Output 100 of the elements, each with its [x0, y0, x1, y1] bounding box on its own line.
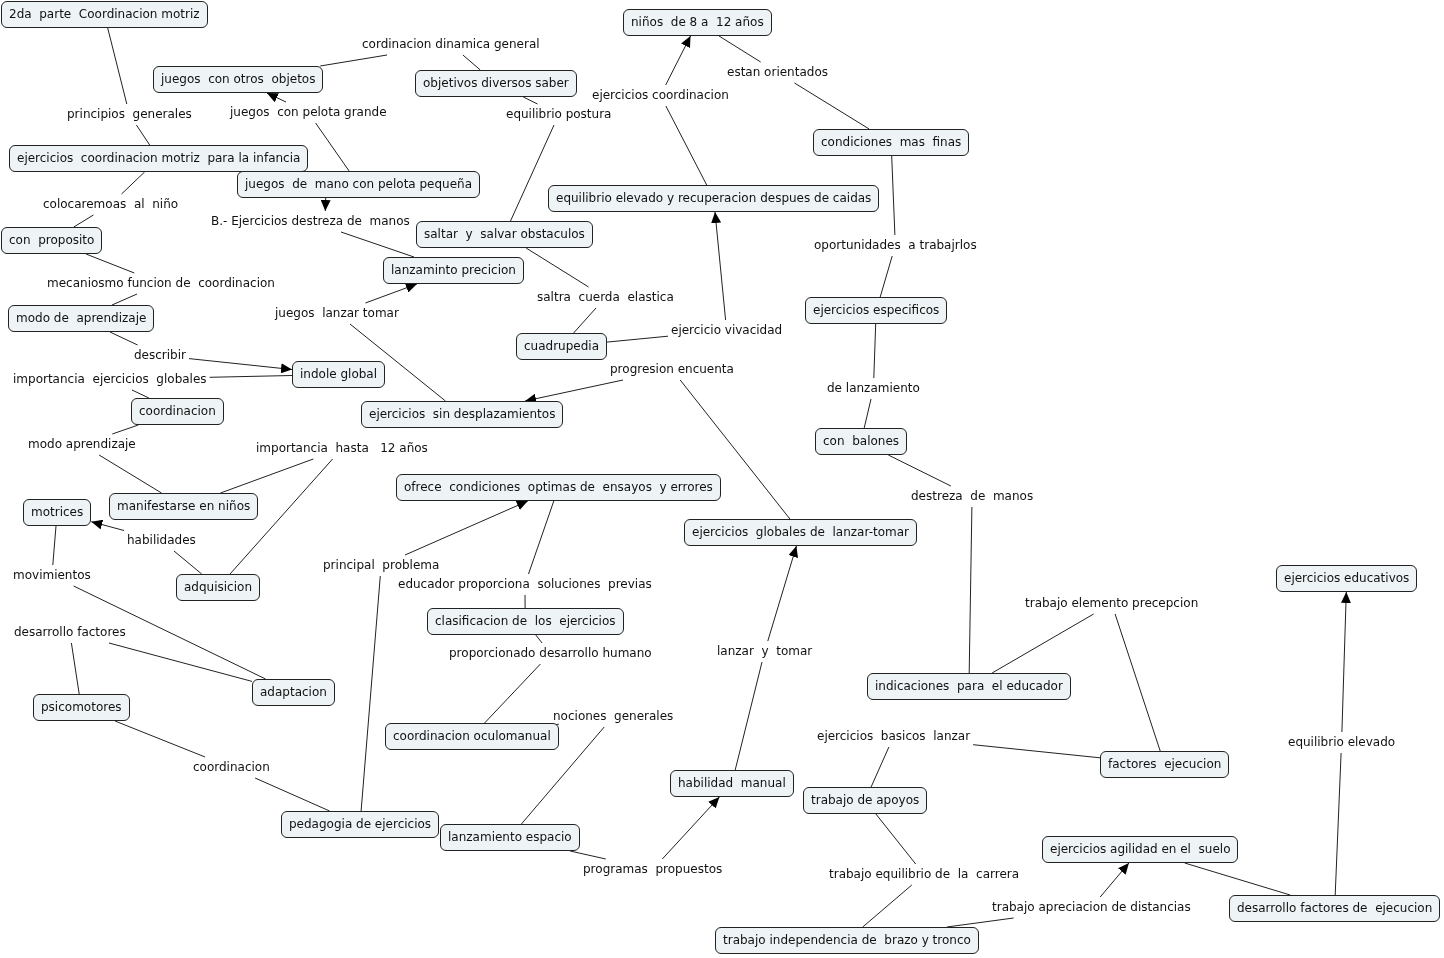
connector-line [875, 813, 917, 865]
connector-line [569, 850, 607, 860]
linking-phrase: trabajo elemento precepcion [1025, 596, 1199, 611]
linking-phrase: progresion encuenta [610, 362, 734, 377]
concept-box: psicomotores [33, 694, 130, 721]
connector-line [484, 663, 541, 724]
concept-box: trabajo independencia de brazo y tronco [715, 927, 979, 954]
connector-line [209, 375, 293, 378]
connector-line [107, 27, 128, 105]
connector-line [968, 506, 973, 674]
linking-phrase: de lanzamiento [827, 381, 920, 396]
linking-phrase: principal problema [323, 558, 440, 573]
arrow [90, 519, 125, 531]
arrow [711, 211, 727, 321]
arrow [266, 92, 287, 103]
connector-line [525, 247, 590, 288]
connector-line [349, 323, 446, 402]
linking-phrase: ejercicio vivacidad [671, 323, 783, 338]
connector-line [315, 122, 350, 172]
linking-phrase: oportunidades a trabajrlos [814, 238, 977, 253]
connector-line [360, 575, 381, 812]
connector-line [73, 585, 267, 680]
connector-line [173, 550, 203, 575]
connector-line [121, 171, 146, 195]
concept-box: coordinacion [131, 398, 224, 425]
connector-line [510, 124, 555, 222]
connector-line [111, 424, 139, 435]
connector-line [520, 726, 605, 825]
linking-phrase: trabajo apreciacion de distancias [992, 900, 1191, 915]
connector-line [891, 155, 896, 236]
arrow [404, 500, 529, 556]
connector-line [863, 398, 872, 429]
linking-phrase: importancia ejercicios globales [13, 372, 207, 387]
linking-phrase: colocaremoas al niño [43, 197, 179, 212]
connector-line [522, 96, 538, 105]
linking-phrase: coordinacion [193, 760, 270, 775]
connector-line [1114, 613, 1161, 752]
connector-line [535, 634, 543, 644]
concept-box: indole global [292, 361, 386, 388]
linking-phrase: proporcionado desarrollo humano [449, 646, 652, 661]
concept-box: saltar y salvar obstaculos [416, 221, 593, 248]
concept-box: niños de 8 a 12 años [623, 9, 772, 36]
concept-box: modo de aprendizaje [8, 305, 155, 332]
concept-box: ejercicios agilidad en el suelo [1042, 836, 1239, 863]
connector-line [862, 884, 913, 928]
connector-line [870, 746, 890, 788]
concept-box: lanzaminto precicion [383, 257, 524, 284]
concept-box: adquisicion [176, 574, 260, 601]
arrow [320, 197, 331, 212]
linking-phrase: describir [134, 348, 186, 363]
concept-box: pedagogia de ejercicios [281, 811, 440, 838]
connector-line [528, 500, 555, 575]
concept-box: ejercicios globales de lanzar-tomar [684, 519, 917, 546]
concept-box: con proposito [1, 227, 103, 254]
connector-line [606, 335, 669, 343]
connector-line [220, 458, 314, 494]
linking-phrase: importancia hasta 12 años [256, 441, 428, 456]
linking-phrase: educador proporciona soluciones previas [398, 577, 652, 592]
connector-line [254, 777, 331, 812]
connector-line [462, 54, 481, 71]
connector-line [879, 255, 893, 298]
concept-box: factores ejecucion [1100, 751, 1230, 778]
connector-line [340, 231, 415, 258]
linking-phrase: juegos con pelota grande [230, 105, 387, 120]
linking-phrase: equilibrio elevado [1288, 735, 1396, 750]
connector-line [887, 454, 952, 487]
linking-phrase: B.- Ejercicios destreza de manos [211, 214, 410, 229]
connector-line [524, 594, 526, 609]
concept-box: con balones [815, 428, 908, 455]
connector-line [972, 744, 1101, 759]
connector-line [70, 642, 80, 695]
linking-phrase: ejercicios coordinacion [592, 88, 729, 103]
linking-phrase: movimientos [13, 568, 91, 583]
linking-phrase: nociones generales [553, 709, 674, 724]
connector-line [873, 323, 877, 379]
linking-phrase: cordinacion dinamica general [362, 37, 540, 52]
arrow [1340, 591, 1351, 733]
concept-box: habilidad manual [670, 770, 794, 797]
linking-phrase: trabajo equilibrio de la carrera [829, 867, 1020, 882]
concept-box: lanzamiento espacio [440, 824, 580, 851]
connector-line [718, 35, 762, 63]
concept-box: ejercicios especificos [805, 297, 948, 324]
concept-box: manifestarse en niños [109, 493, 259, 520]
concept-box: cuadrupedia [516, 333, 608, 360]
concept-box: trabajo de apoyos [803, 787, 928, 814]
concept-box: ejercicios coordinacion motriz para la infancia [9, 145, 309, 172]
concept-box: ofrece condiciones optimas de ensayos y errores [396, 474, 721, 501]
linking-phrase: juegos lanzar tomar [275, 306, 399, 321]
arrow [767, 545, 798, 642]
connector-line [1334, 752, 1342, 896]
arrow [188, 358, 293, 374]
linking-phrase: mecaniosmo funcion de coordinacion [47, 276, 275, 291]
connector-line [794, 82, 870, 130]
connector-line [98, 454, 162, 494]
concept-box: indicaciones para el educador [867, 673, 1071, 700]
connector-line [135, 124, 151, 146]
connector-line [679, 379, 791, 520]
connector-line [229, 458, 334, 575]
concept-box: condiciones mas finas [813, 129, 970, 156]
concept-box: 2da parte Coordinacion motriz [1, 1, 208, 28]
